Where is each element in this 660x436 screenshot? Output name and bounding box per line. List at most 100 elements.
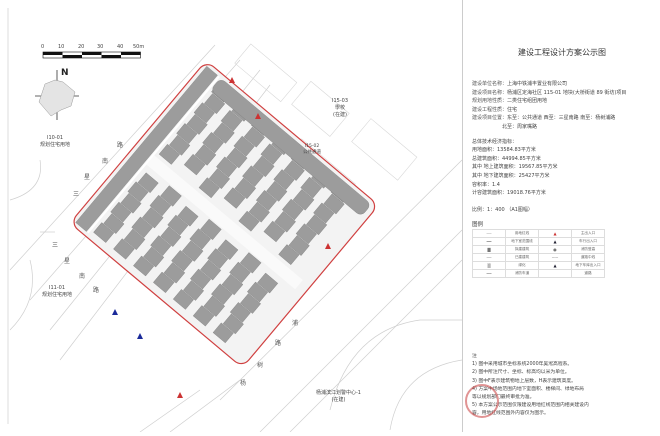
legend-symbol: ▲ bbox=[538, 237, 572, 246]
indicator: 计容建筑面积：19018.76平方米 bbox=[472, 190, 546, 197]
townhouse-unit bbox=[226, 147, 248, 169]
legend-symbol: ▲ bbox=[538, 261, 572, 270]
scale-segment bbox=[121, 52, 141, 55]
legend-label: 道路 bbox=[571, 269, 605, 278]
townhouse-unit bbox=[229, 261, 251, 283]
panel-title: 建设工程设计方案公示图 bbox=[518, 48, 606, 57]
scale-tick: 20 bbox=[78, 44, 85, 50]
scale-tick: 0 bbox=[41, 44, 45, 50]
legend-label: 已建建筑 bbox=[505, 253, 539, 262]
townhouse-unit bbox=[133, 255, 155, 277]
townhouse-unit bbox=[239, 252, 262, 274]
road-label: 三 bbox=[52, 242, 59, 249]
townhouse-unit bbox=[260, 143, 283, 165]
notes: 注 1) 图中采用城市坐标系统2000年吴淞高程系。 2) 图中所注尺寸、坐标、… bbox=[472, 353, 589, 419]
townhouse-unit bbox=[208, 168, 230, 189]
townhouse-unit bbox=[203, 295, 225, 317]
road-label: 路 bbox=[117, 142, 124, 149]
road-label: 浦 bbox=[292, 320, 299, 327]
townhouse-unit bbox=[288, 235, 310, 256]
townhouse-unit bbox=[142, 207, 164, 229]
legend-row: ▇拟建建筑●消防登高 bbox=[472, 245, 605, 254]
indicator: 容积率：1.4 bbox=[472, 181, 500, 188]
road-line bbox=[219, 159, 463, 401]
indicator: 其中 地上建筑面积：19567.85平方米 bbox=[472, 164, 558, 171]
townhouse-unit bbox=[153, 271, 175, 293]
townhouse-unit bbox=[143, 246, 165, 268]
info-panel: 建设工程设计方案公示图 建设单位名称：上海中铁浦丰置业有限公司 建设项目名称：杨… bbox=[462, 0, 660, 432]
entrance-arrow-icon bbox=[255, 113, 261, 119]
townhouse-unit bbox=[266, 180, 288, 202]
indicator: 其中 地下建筑面积：25427平方米 bbox=[472, 172, 550, 179]
legend-title: 图例 bbox=[472, 222, 484, 228]
legend-symbol: ▲ bbox=[538, 229, 572, 238]
note: 3) 图中F表示建筑物地上层数，H表示建筑高度。 bbox=[472, 378, 576, 384]
townhouse-unit bbox=[255, 190, 278, 211]
townhouse-unit bbox=[240, 293, 261, 314]
townhouse-unit bbox=[167, 214, 189, 236]
legend-label: 消防车道 bbox=[505, 269, 539, 278]
internal-road bbox=[145, 154, 303, 290]
townhouse-unit bbox=[212, 322, 234, 344]
legend-label: 拟建建筑 bbox=[505, 245, 539, 254]
road-label: 三 bbox=[73, 191, 80, 198]
legend-label: 道路中线 bbox=[571, 253, 605, 262]
official-seal bbox=[465, 384, 499, 418]
townhouse-unit bbox=[131, 216, 153, 238]
townhouse-unit bbox=[194, 144, 217, 166]
legend-symbol: ┅┅ bbox=[472, 269, 506, 278]
townhouse-unit bbox=[222, 313, 244, 335]
townhouse-unit bbox=[200, 259, 222, 281]
site-plan-drawing bbox=[7, 8, 463, 433]
note: 5) 本方案公示范围仅限建设用地红线范围内相关建设内 bbox=[472, 403, 589, 409]
road-label: 南 bbox=[79, 273, 86, 280]
info-row: 建设单位名称：上海中铁浦丰置业有限公司 bbox=[472, 81, 568, 87]
legend-symbol: ▇ bbox=[472, 245, 506, 254]
note: 2) 图中所注尺寸、坐标、标高均以米为单位。 bbox=[472, 370, 570, 376]
townhouse-unit bbox=[204, 93, 226, 114]
scale-bar-graphic bbox=[42, 51, 141, 59]
townhouse-unit bbox=[177, 205, 199, 227]
north-label: N bbox=[61, 68, 69, 78]
scale-segment bbox=[101, 55, 121, 58]
road-line bbox=[289, 259, 463, 433]
townhouse-unit bbox=[158, 144, 180, 165]
scale-segment bbox=[82, 52, 102, 55]
road-label: 星 bbox=[84, 174, 91, 181]
townhouse-unit bbox=[229, 302, 251, 323]
school-building-outline bbox=[351, 118, 418, 181]
townhouse-unit bbox=[273, 169, 295, 190]
townhouse-unit bbox=[278, 244, 300, 265]
townhouse-unit bbox=[274, 211, 296, 233]
townhouse-unit bbox=[183, 154, 206, 176]
townhouse-unit bbox=[137, 172, 159, 194]
entrance-arrow-icon bbox=[112, 309, 118, 315]
legend-label: 消防登高 bbox=[571, 245, 605, 254]
townhouse-unit bbox=[313, 202, 335, 224]
townhouse-unit bbox=[160, 185, 182, 207]
townhouse-unit bbox=[200, 218, 222, 240]
townhouse-unit bbox=[190, 268, 211, 290]
note: 容，用地红线范围外内容仅为图示。 bbox=[472, 411, 549, 417]
legend-label: 车行出入口 bbox=[571, 237, 605, 246]
road-line bbox=[139, 389, 201, 433]
entrance-arrow-icon bbox=[229, 77, 235, 83]
townhouse-unit bbox=[186, 114, 208, 135]
townhouse-unit bbox=[300, 176, 322, 199]
entrance-arrow-icon bbox=[137, 333, 143, 339]
legend-row: ▒绿化▲地下车库出入口 bbox=[472, 261, 605, 270]
legend-label: 绿化 bbox=[505, 261, 539, 270]
townhouse-unit bbox=[149, 194, 172, 217]
townhouse-unit bbox=[283, 160, 305, 181]
info-row: 建设工程性质：住宅 bbox=[472, 106, 518, 113]
legend-symbol: ● bbox=[538, 245, 572, 254]
townhouse-unit bbox=[234, 177, 257, 199]
context-roads bbox=[9, 44, 463, 433]
road-line bbox=[9, 44, 216, 271]
road-label: 树 bbox=[257, 362, 264, 369]
road-curve bbox=[9, 159, 41, 331]
townhouse-unit bbox=[211, 283, 233, 305]
